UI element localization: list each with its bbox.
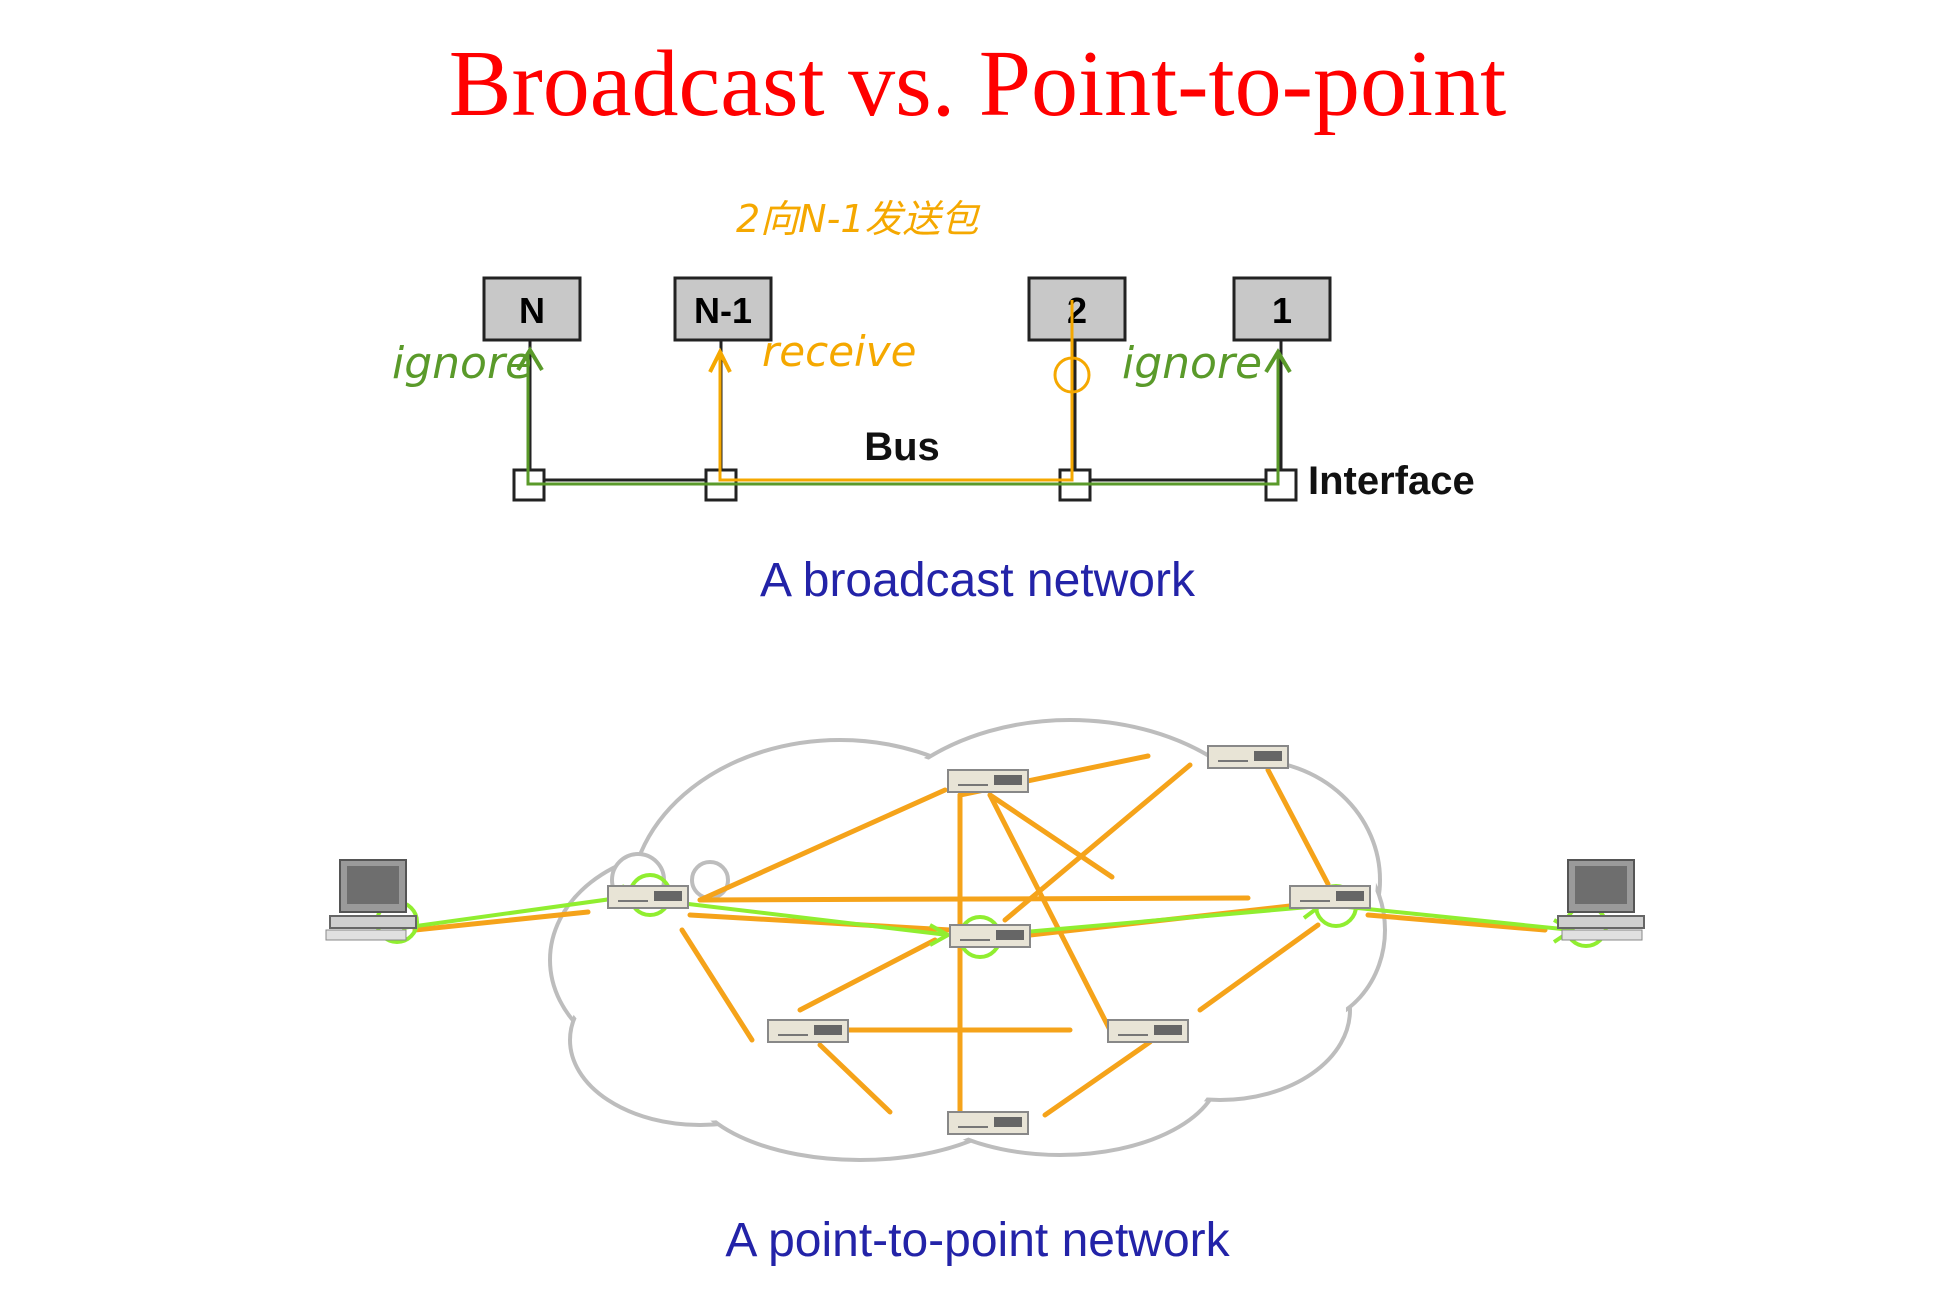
node-label-n: N (519, 290, 545, 331)
send-point-circle (1053, 356, 1091, 394)
switch-icon (1207, 745, 1289, 769)
broadcast-caption: A broadcast network (760, 554, 1195, 607)
host-right (1557, 859, 1645, 941)
switch-icon (949, 924, 1031, 948)
cloud-small-bubble-2 (690, 860, 730, 900)
switch-icon (947, 769, 1029, 793)
node-n-minus-1: N-1 (673, 276, 773, 342)
slide-title: Broadcast vs. Point-to-point (448, 32, 1507, 136)
switches (607, 745, 1371, 1135)
node-label-2: 2 (1067, 290, 1087, 331)
switch-icon (1107, 1019, 1189, 1043)
node-2: 2 (1027, 276, 1127, 342)
annotation-receive: receive (762, 327, 916, 376)
arrow-up-n (516, 346, 544, 372)
switch-icon (947, 1111, 1029, 1135)
bus-label: Bus (864, 425, 940, 469)
node-1: 1 (1232, 276, 1332, 342)
point-to-point-caption: A point-to-point network (725, 1214, 1230, 1267)
switch-icon (1289, 885, 1371, 909)
links (412, 753, 1548, 1121)
switch-icon (607, 885, 689, 909)
broadcast-diagram: N N-1 2 1 Bus Interface 2向N-1发送包 ignore (392, 197, 1475, 503)
point-to-point-diagram (325, 718, 1645, 1162)
annotation-orange-path (718, 300, 1074, 482)
interface-label: Interface (1308, 459, 1475, 503)
arrow-up-n-minus-1 (708, 347, 732, 373)
node-n: N (482, 276, 582, 342)
annotation-send-note: 2向N-1发送包 (736, 197, 980, 241)
annotation-green-path (526, 355, 1280, 486)
host-left (325, 859, 417, 941)
switch-icon (767, 1019, 849, 1043)
node-label-n-minus-1: N-1 (694, 290, 752, 331)
node-label-1: 1 (1272, 290, 1292, 331)
annotation-ignore-right: ignore (1122, 338, 1262, 389)
arrow-up-1 (1264, 348, 1292, 374)
annotation-ignore-left: ignore (392, 338, 532, 389)
